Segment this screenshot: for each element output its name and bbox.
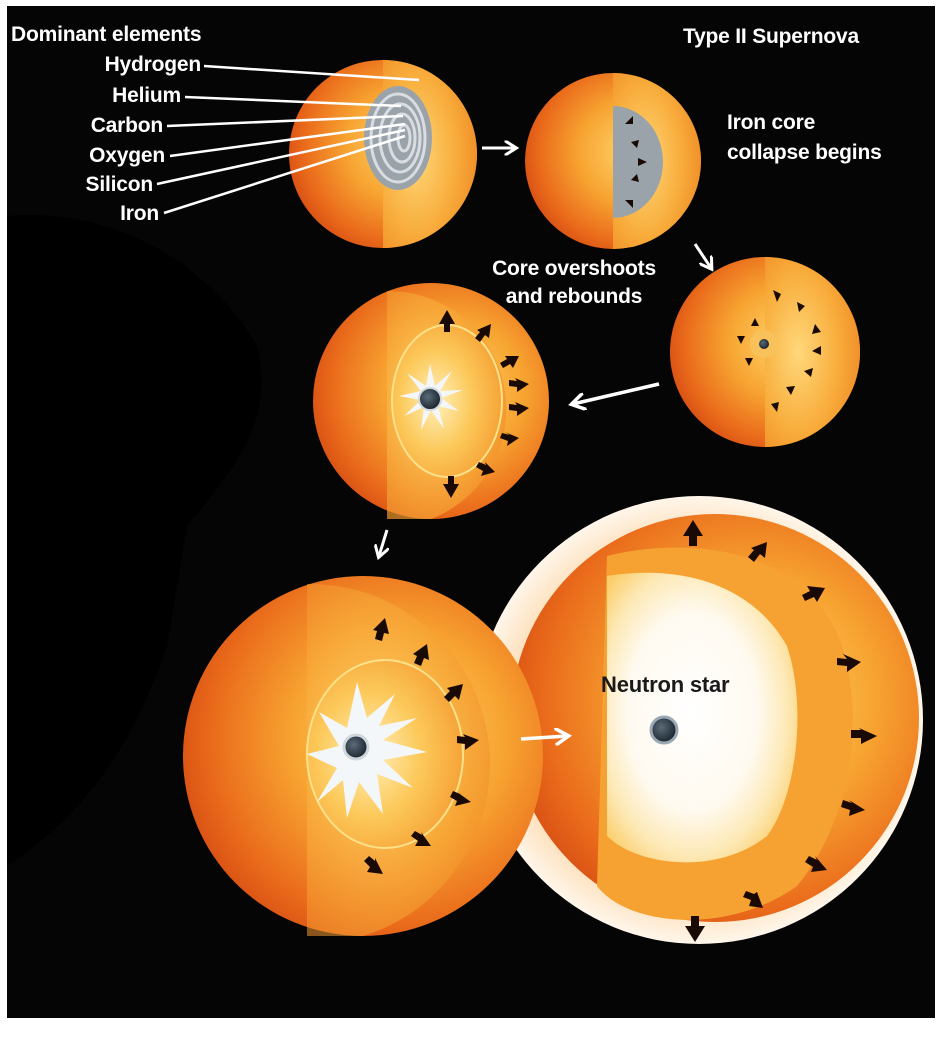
stage-6-neutron-star — [475, 496, 923, 944]
label-iron-core-line1: Iron core — [727, 110, 815, 135]
legend-heading: Dominant elements — [11, 22, 201, 47]
layer-label-oxygen: Oxygen — [47, 143, 165, 168]
stage-1-layered-star — [157, 60, 477, 248]
layer-label-iron: Iron — [47, 201, 159, 226]
stage-3-core-rebound — [670, 257, 860, 447]
layer-label-helium: Helium — [47, 83, 181, 108]
label-core-overshoots-line1: Core overshoots — [463, 256, 685, 281]
label-neutron-star: Neutron star — [601, 672, 729, 697]
layer-label-silicon: Silicon — [47, 172, 153, 197]
stage-arrow-icon — [695, 244, 711, 268]
stage-arrow-icon — [379, 530, 387, 556]
stage-arrow-icon — [573, 384, 659, 404]
stage-4-shockwave — [313, 283, 549, 519]
stage-2-core-collapse — [525, 73, 701, 249]
layer-label-hydrogen: Hydrogen — [47, 52, 201, 77]
label-core-overshoots-line2: and rebounds — [463, 284, 685, 309]
layer-label-carbon: Carbon — [47, 113, 163, 138]
diagram-frame: Type II Supernova Dominant elements Hydr… — [7, 6, 935, 1018]
neutron-star-core — [651, 717, 677, 743]
label-iron-core-line2: collapse begins — [727, 140, 882, 165]
diagram-title: Type II Supernova — [683, 24, 859, 49]
stage-5-explosion — [183, 576, 543, 936]
